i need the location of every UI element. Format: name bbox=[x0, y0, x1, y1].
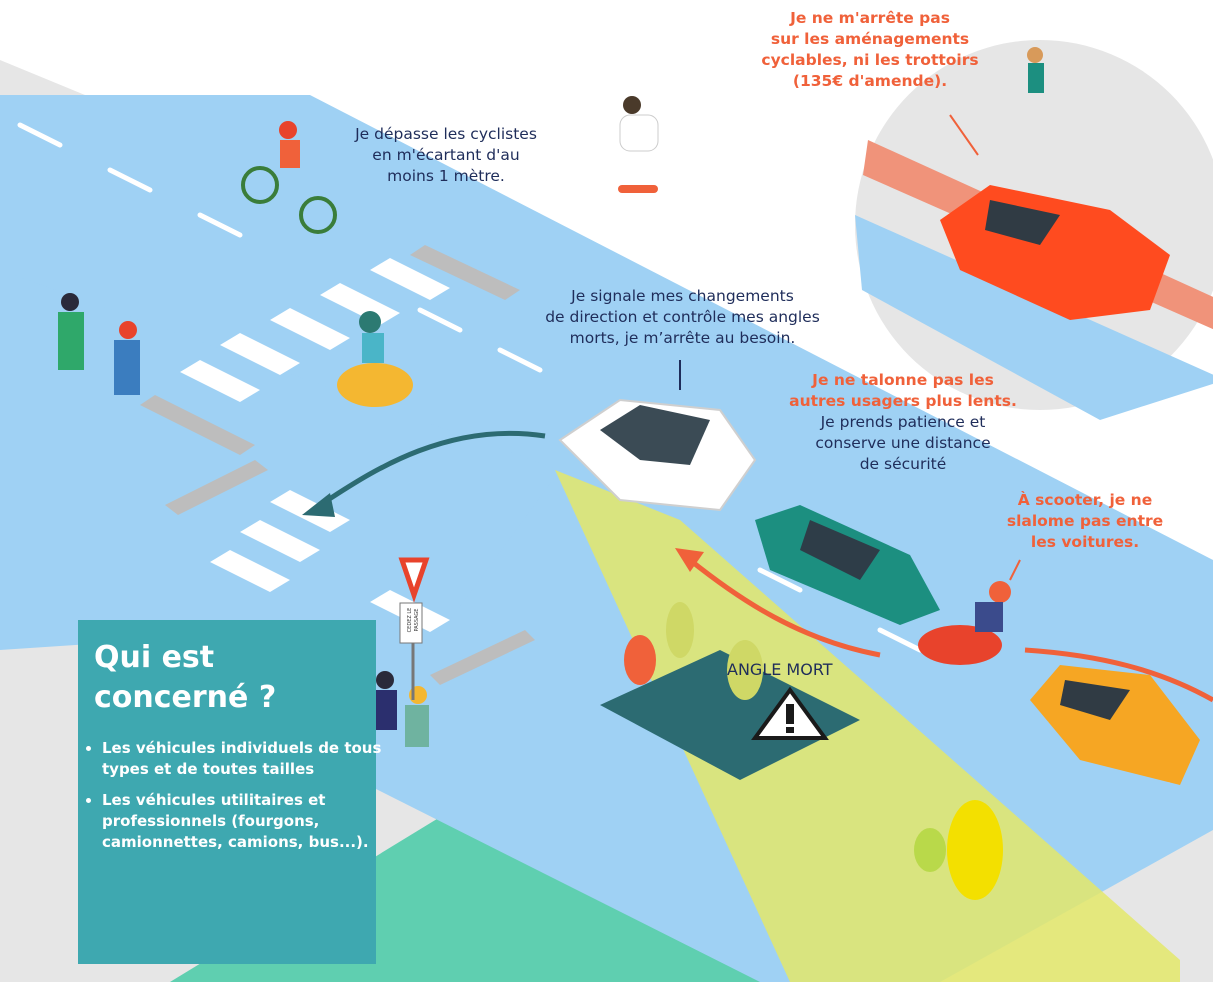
trees bbox=[624, 602, 1003, 900]
label-tailgate: Je ne talonne pas les autres usagers plu… bbox=[789, 371, 1017, 473]
planter bbox=[600, 650, 860, 780]
info-box: Qui est concerné ? Les véhicules individ… bbox=[78, 620, 381, 964]
green-car bbox=[755, 505, 940, 625]
label-scooter: À scooter, je ne slalome pas entre les v… bbox=[1006, 491, 1164, 551]
turn-arrow bbox=[318, 430, 546, 508]
scooter-arrow bbox=[1024, 647, 1213, 703]
crosswalk-top bbox=[180, 258, 450, 402]
overtake-arrow-head bbox=[675, 548, 704, 572]
scooter-rider-left bbox=[337, 311, 413, 407]
orange-car-zoom bbox=[940, 185, 1170, 320]
warning-icon bbox=[751, 686, 829, 740]
label-parking: Je ne m'arrête pas sur les aménagements … bbox=[761, 9, 979, 90]
yield-sign-text-2: PASSAGE bbox=[414, 609, 420, 632]
yield-sign: CEDEZ LE PASSAGE bbox=[398, 557, 430, 700]
pedestrians-left bbox=[58, 293, 140, 395]
yellow-car bbox=[1030, 665, 1200, 785]
info-box-list: Les véhicules individuels de tous types … bbox=[88, 738, 384, 863]
skateboarder bbox=[618, 96, 659, 193]
label-signal: Je signale mes changements de direction … bbox=[545, 287, 820, 347]
scooter-rider-right bbox=[918, 581, 1011, 665]
callout-line-zoom bbox=[949, 114, 979, 156]
blind-spot-cone bbox=[555, 470, 1180, 982]
callout-line-scooter bbox=[1009, 559, 1021, 581]
label-cyclists: Je dépasse les cyclistes en m'écartant d… bbox=[355, 125, 537, 185]
blind-spot-label: ANGLE MORT bbox=[727, 660, 833, 679]
zoom-road bbox=[855, 215, 1213, 420]
overtake-arrow bbox=[688, 558, 881, 658]
list-item: Les véhicules utilitaires et professionn… bbox=[102, 790, 384, 853]
turn-arrow-head bbox=[302, 493, 335, 517]
cyclist bbox=[241, 121, 337, 234]
list-item: Les véhicules individuels de tous types … bbox=[102, 738, 384, 780]
white-car bbox=[558, 398, 757, 512]
tactile-strips bbox=[140, 245, 535, 685]
info-box-title: Qui est concerné ? bbox=[94, 640, 277, 715]
pedestrian-zoom bbox=[1027, 47, 1044, 93]
yield-sign-text-1: CEDEZ LE bbox=[407, 608, 413, 633]
